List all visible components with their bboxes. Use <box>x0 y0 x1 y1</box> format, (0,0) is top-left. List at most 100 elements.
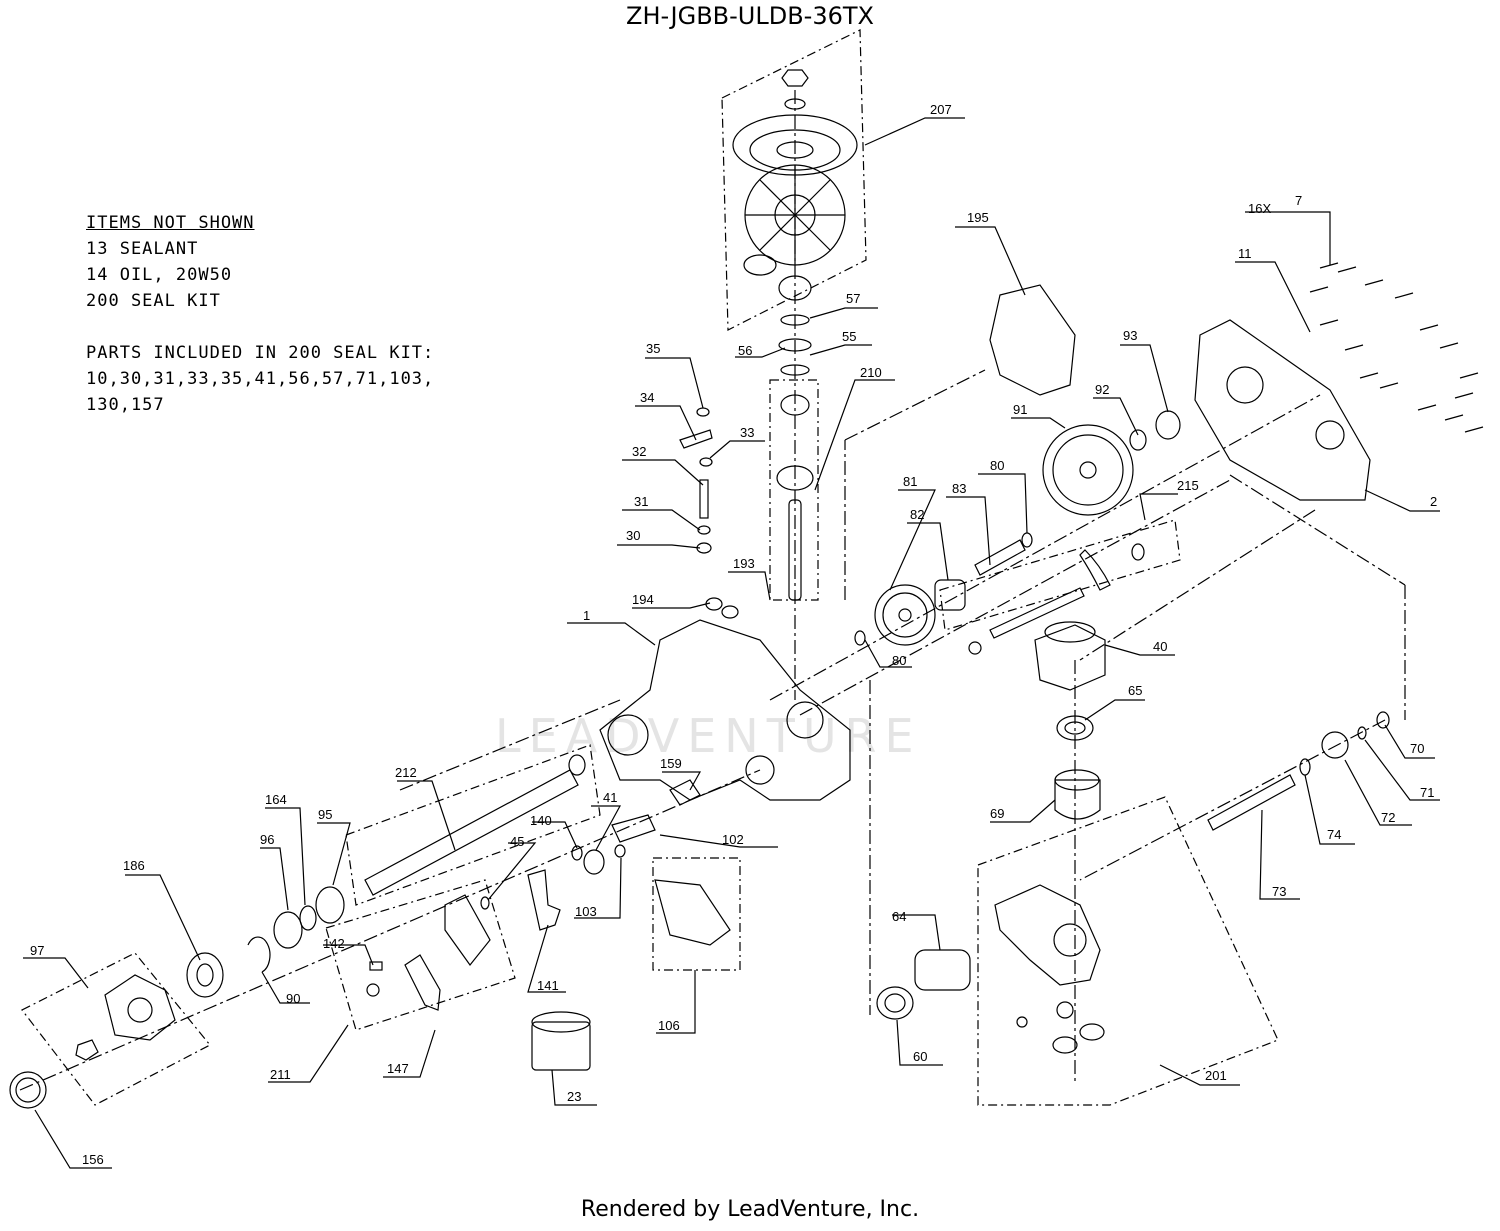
callout-74: 74 <box>1327 827 1341 842</box>
callout-81: 81 <box>903 474 917 489</box>
bolt-array <box>1309 262 1484 433</box>
pinion-82 <box>934 579 966 611</box>
callout-60: 60 <box>913 1049 927 1064</box>
hub-97 <box>104 974 176 1041</box>
callout-73: 73 <box>1272 884 1286 899</box>
box-211 <box>325 879 516 1031</box>
gear-81 <box>874 584 936 646</box>
note-line: 200 SEAL KIT <box>86 291 221 311</box>
callout-186: 186 <box>123 858 145 873</box>
callout-11: 11 <box>1238 246 1252 261</box>
diagram-title: ZH-JGBB-ULDB-36TX <box>626 2 874 30</box>
piston-set-64 <box>914 949 971 991</box>
callout-83: 83 <box>952 481 966 496</box>
footer-credit: Rendered by LeadVenture, Inc. <box>580 1197 920 1222</box>
bearing-95 <box>315 886 345 924</box>
gear-72 <box>1321 731 1349 759</box>
box-97 <box>21 952 211 1106</box>
callout-90: 90 <box>286 991 300 1006</box>
callout-92: 92 <box>1095 382 1109 397</box>
callout-96: 96 <box>260 832 274 847</box>
callout-35: 35 <box>646 341 660 356</box>
callout-34: 34 <box>640 390 654 405</box>
callout-45: 45 <box>510 834 524 849</box>
notes-heading: ITEMS NOT SHOWN <box>86 213 255 233</box>
bearing-41 <box>583 849 605 875</box>
callout-32: 32 <box>632 444 646 459</box>
ring-90 <box>247 936 271 973</box>
callout-195: 195 <box>967 210 989 225</box>
callout-106: 106 <box>658 1018 680 1033</box>
callout-212: 212 <box>395 765 417 780</box>
callout-80b: 80 <box>892 653 906 668</box>
note-line: 14 OIL, 20W50 <box>86 265 233 285</box>
gear-91 <box>1042 424 1134 516</box>
callout-91: 91 <box>1013 402 1027 417</box>
note-line: 10,30,31,33,35,41,56,57,71,103, <box>86 369 435 389</box>
callout-33: 33 <box>740 425 754 440</box>
callout-72: 72 <box>1381 810 1395 825</box>
callout-55: 55 <box>842 329 856 344</box>
hub-186 <box>186 952 224 998</box>
block-40 <box>1034 624 1106 691</box>
plug-193 <box>721 605 739 619</box>
cap-156 <box>9 1071 47 1109</box>
callout-147: 147 <box>387 1061 409 1076</box>
part-shapes <box>9 69 1484 1109</box>
box-212 <box>345 744 601 906</box>
center-section-201 <box>994 884 1101 986</box>
callout-207: 207 <box>930 102 952 117</box>
arm-141 <box>527 869 561 931</box>
callout-159: 159 <box>660 756 682 771</box>
guard-106 <box>654 879 731 946</box>
callout-2: 2 <box>1430 494 1437 509</box>
main-housing-1 <box>599 619 851 801</box>
callout-65: 65 <box>1128 683 1142 698</box>
callout-80a: 80 <box>990 458 1004 473</box>
nut-top <box>781 69 809 87</box>
callout-194: 194 <box>632 592 654 607</box>
cover-195 <box>989 284 1076 396</box>
callout-31: 31 <box>634 494 648 509</box>
note-line: PARTS INCLUDED IN 200 SEAL KIT: <box>86 343 435 363</box>
box-207 <box>721 29 867 331</box>
callout-102: 102 <box>722 832 744 847</box>
box-201 <box>977 796 1279 1106</box>
callout-70: 70 <box>1410 741 1424 756</box>
callout-30: 30 <box>626 528 640 543</box>
callout-labels: 207 195 16X 7 11 57 55 56 35 210 93 92 3… <box>30 102 1437 1167</box>
housing-cover-2 <box>1194 319 1371 501</box>
callout-201: 201 <box>1205 1068 1227 1083</box>
callout-57: 57 <box>846 291 860 306</box>
callout-40: 40 <box>1153 639 1167 654</box>
shaft-73 <box>1207 774 1296 831</box>
assembly-boxes <box>21 29 1279 1106</box>
callout-156: 156 <box>82 1152 104 1167</box>
axle-212 <box>364 769 579 896</box>
shaft-83 <box>974 539 1026 576</box>
callout-210: 210 <box>860 365 882 380</box>
callout-41: 41 <box>603 790 617 805</box>
callout-69: 69 <box>990 806 1004 821</box>
callout-97: 97 <box>30 943 44 958</box>
box-106 <box>652 857 741 971</box>
box-215 <box>939 519 1181 631</box>
callout-16x: 16X <box>1248 201 1271 216</box>
lever-102 <box>611 814 656 843</box>
bearing-65 <box>1056 715 1094 741</box>
seal-60 <box>876 986 914 1020</box>
note-spacer <box>86 314 434 340</box>
callout-141: 141 <box>537 978 559 993</box>
callout-140: 140 <box>530 813 552 828</box>
callout-95: 95 <box>318 807 332 822</box>
note-line: 130,157 <box>86 395 165 415</box>
callout-142: 142 <box>323 936 345 951</box>
callout-56: 56 <box>738 343 752 358</box>
filter-23 <box>531 1021 591 1071</box>
callout-103: 103 <box>575 904 597 919</box>
note-line: 13 SEALANT <box>86 239 199 259</box>
callout-23: 23 <box>567 1089 581 1104</box>
callout-211: 211 <box>270 1067 291 1082</box>
parts-notes: ITEMS NOT SHOWN 13 SEALANT 14 OIL, 20W50… <box>86 210 434 418</box>
